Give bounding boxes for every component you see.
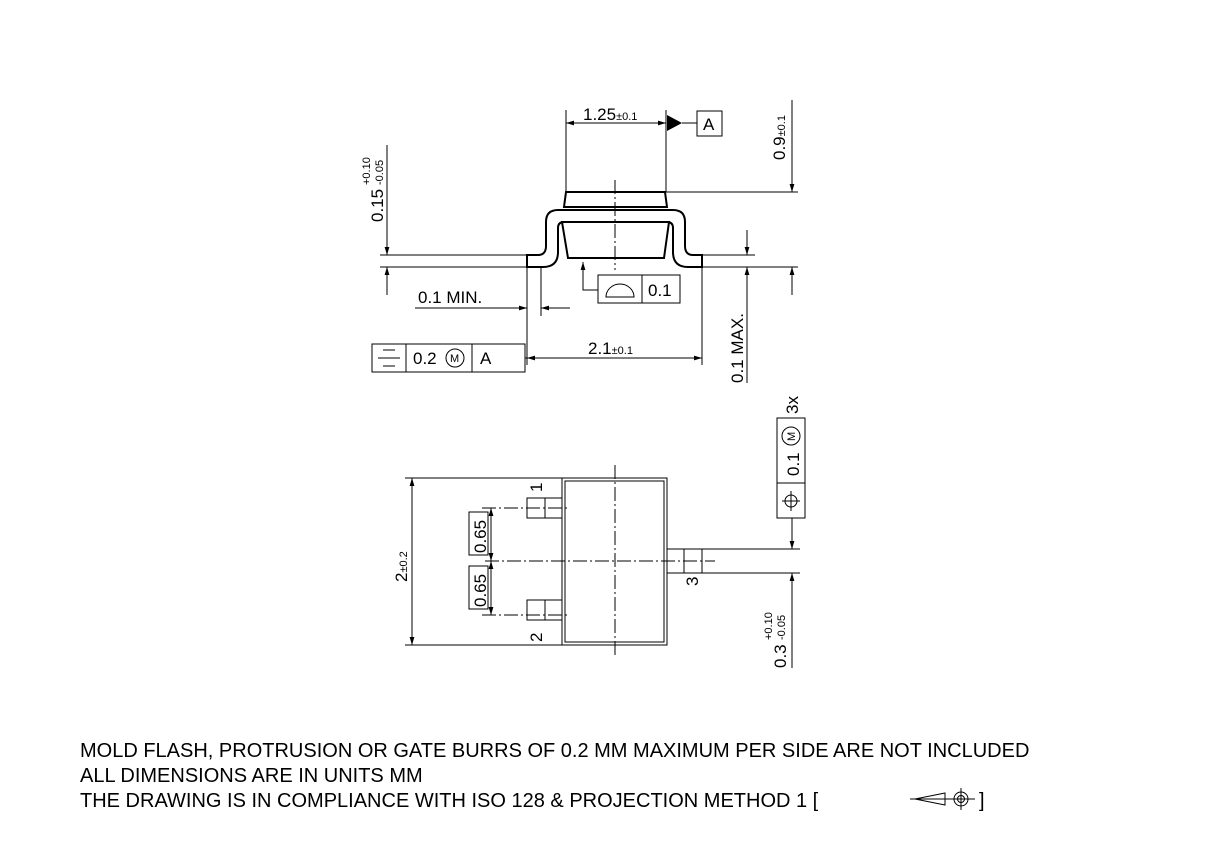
profile-surface-icon xyxy=(605,283,635,298)
tol-plus: +0.10 xyxy=(361,157,373,185)
pitch-2-label: 0.65 xyxy=(471,574,490,607)
mmc-label: M xyxy=(450,353,459,365)
mmc-circle-icon xyxy=(445,348,465,368)
symmetry-value: 0.2 xyxy=(413,349,437,368)
body-bottom-outline xyxy=(560,221,671,259)
projection-method-icon xyxy=(910,788,975,810)
pin-2-label: 2 xyxy=(527,633,546,642)
dim-body-width-label: 1.25±0.1 xyxy=(583,105,637,124)
datum-triangle-icon xyxy=(667,115,682,131)
note-3-bracket: ] xyxy=(979,790,985,812)
datum-a-label: A xyxy=(703,115,715,134)
symmetry-icon xyxy=(378,349,400,367)
datum-a-box xyxy=(696,110,723,137)
dim-height-label: 0.9±0.1 xyxy=(770,115,789,160)
note-1: MOLD FLASH, PROTRUSION OR GATE BURRS OF … xyxy=(80,740,1029,762)
dim-overall-width-label: 2.1±0.1 xyxy=(588,339,633,358)
dim-lead-width-label: 0.3 xyxy=(771,644,790,668)
note-2: ALL DIMENSIONS ARE IN UNITS MM xyxy=(80,765,423,787)
side-view: 1.25±0.1 A 0.9±0.1 0.15 +0.10 -0.05 0.1 … xyxy=(361,100,798,383)
note-3: THE DRAWING IS IN COMPLIANCE WITH ISO 12… xyxy=(80,790,819,812)
dim-standoff-min-label: 0.1 MIN. xyxy=(418,288,482,307)
tol-minus: -0.05 xyxy=(374,160,386,185)
mmc-circle-icon-2 xyxy=(781,426,801,446)
dim-standoff-max-label: 0.1 MAX. xyxy=(728,313,747,383)
flatness-frame xyxy=(597,274,681,304)
tol-plus-2: +0.10 xyxy=(763,612,775,640)
dim-length-label: 2±0.2 xyxy=(392,551,411,582)
position-count: 3x xyxy=(783,396,802,414)
position-value: 0.1 xyxy=(784,452,803,476)
symmetry-datum: A xyxy=(480,349,492,368)
position-frame xyxy=(776,417,806,519)
dim-lead-thickness-label: 0.15 xyxy=(368,189,387,222)
bottom-view: 1 2 3 2±0.2 0.65 0.65 0.1 M 3x 0.3 +0.10 xyxy=(392,396,806,668)
pin-3-label: 3 xyxy=(683,577,702,586)
notes: MOLD FLASH, PROTRUSION OR GATE BURRS OF … xyxy=(80,740,1029,812)
tol-minus-2: -0.05 xyxy=(776,615,788,640)
pin-1-label: 1 xyxy=(527,483,546,492)
mmc-label-2: M xyxy=(786,432,798,441)
flatness-value: 0.1 xyxy=(648,281,672,300)
body-top-outline xyxy=(562,191,669,208)
position-icon xyxy=(782,491,800,511)
pitch-1-label: 0.65 xyxy=(471,520,490,553)
